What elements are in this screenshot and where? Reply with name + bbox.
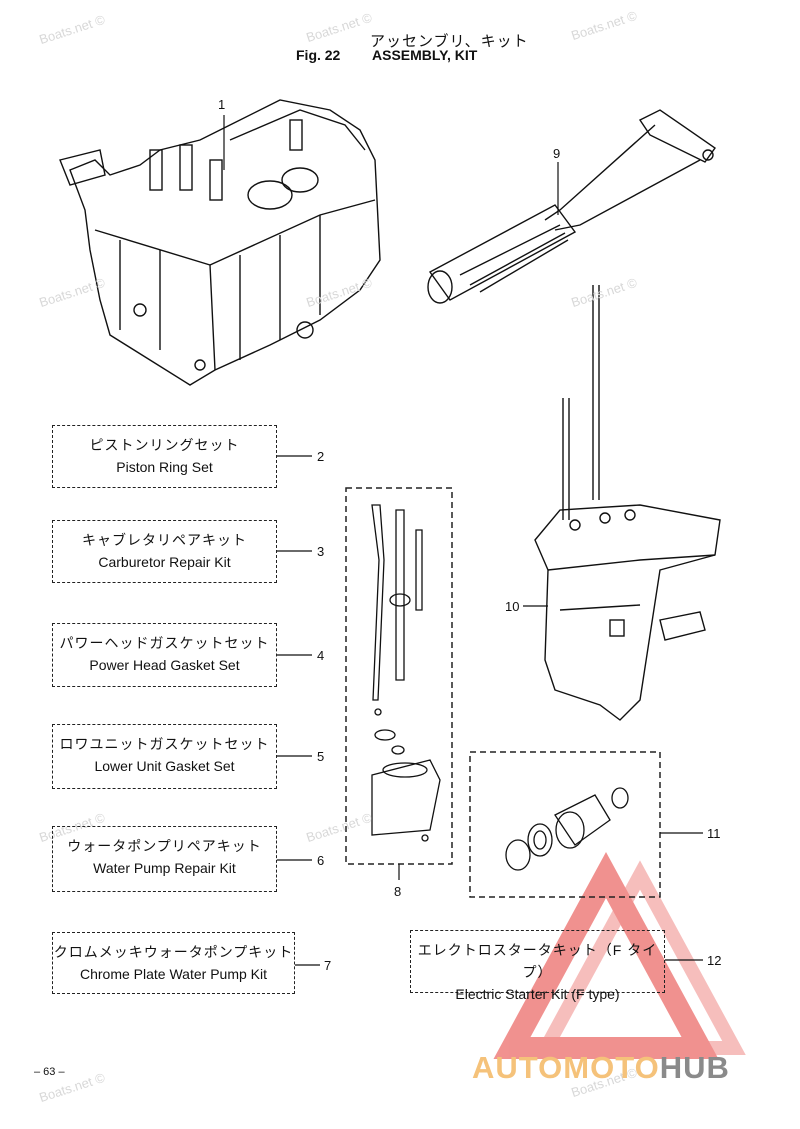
- callout-9: 9: [553, 146, 561, 161]
- brand-part-2: HUB: [659, 1050, 730, 1085]
- callout-8: 8: [394, 884, 402, 899]
- electric-starter-parts: [469, 751, 661, 898]
- kit-box-water-pump-repair-kit: ウォータポンプリペアキット Water Pump Repair Kit: [52, 826, 277, 892]
- title-japanese: アッセンブリ、キット: [370, 33, 529, 50]
- kit-name-jp: キャブレタリペアキット: [82, 532, 247, 548]
- page-number: – 63 –: [34, 1066, 65, 1078]
- kit-name-en: Electric Starter Kit (F type): [455, 986, 620, 1002]
- kit-name-jp: ウォータポンプリペアキット: [67, 838, 262, 854]
- kit-name-en: Lower Unit Gasket Set: [94, 758, 235, 774]
- callout-3: 3: [317, 544, 325, 559]
- tiller-handle: [427, 109, 716, 304]
- kit-name-jp: ピストンリングセット: [89, 437, 240, 453]
- callout-2: 2: [317, 449, 325, 464]
- kit-box-power-head-gasket-set: パワーヘッドガスケットセット Power Head Gasket Set: [52, 623, 277, 687]
- callout-11: 11: [707, 826, 721, 841]
- callout-1: 1: [218, 97, 226, 112]
- power-head-block: [59, 99, 381, 386]
- lower-unit: [534, 285, 721, 721]
- water-pump-kit-group: [345, 487, 453, 865]
- brand-triangle-logo: [493, 851, 746, 1059]
- title-english: ASSEMBLY, KIT: [372, 47, 478, 63]
- kit-name-en: Piston Ring Set: [116, 459, 213, 475]
- brand-wordmark: AUTOMOTOHUB: [472, 1050, 730, 1086]
- callout-12: 12: [707, 953, 722, 968]
- figure-label: Fig. 22: [296, 47, 341, 63]
- callout-7: 7: [324, 958, 332, 973]
- leader-lines: [223, 115, 703, 966]
- kit-name-en: Power Head Gasket Set: [89, 657, 240, 673]
- brand-part-1: AUTOMOTO: [472, 1050, 660, 1085]
- kit-name-en: Chrome Plate Water Pump Kit: [80, 966, 267, 982]
- kit-name-jp: エレクトロスタータキット（F タイプ）: [417, 942, 658, 980]
- callout-5: 5: [317, 749, 325, 764]
- callout-10: 10: [505, 599, 520, 614]
- kit-name-jp: ロワユニットガスケットセット: [59, 736, 270, 752]
- kit-box-electric-starter-kit: エレクトロスタータキット（F タイプ） Electric Starter Kit…: [410, 930, 665, 1002]
- kit-name-jp: パワーヘッドガスケットセット: [59, 635, 270, 651]
- kit-name-en: Water Pump Repair Kit: [93, 860, 236, 876]
- callout-6: 6: [317, 853, 325, 868]
- kit-name-en: Carburetor Repair Kit: [98, 554, 231, 570]
- kit-name-jp: クロムメッキウォータポンプキット: [53, 944, 294, 960]
- kit-box-lower-unit-gasket-set: ロワユニットガスケットセット Lower Unit Gasket Set: [52, 724, 277, 789]
- kit-box-carburetor-repair-kit: キャブレタリペアキット Carburetor Repair Kit: [52, 520, 277, 583]
- callout-4: 4: [317, 648, 325, 663]
- kit-box-piston-ring-set: ピストンリングセット Piston Ring Set: [52, 425, 277, 488]
- kit-box-chrome-plate-water-pump-kit: クロムメッキウォータポンプキット Chrome Plate Water Pump…: [52, 932, 295, 994]
